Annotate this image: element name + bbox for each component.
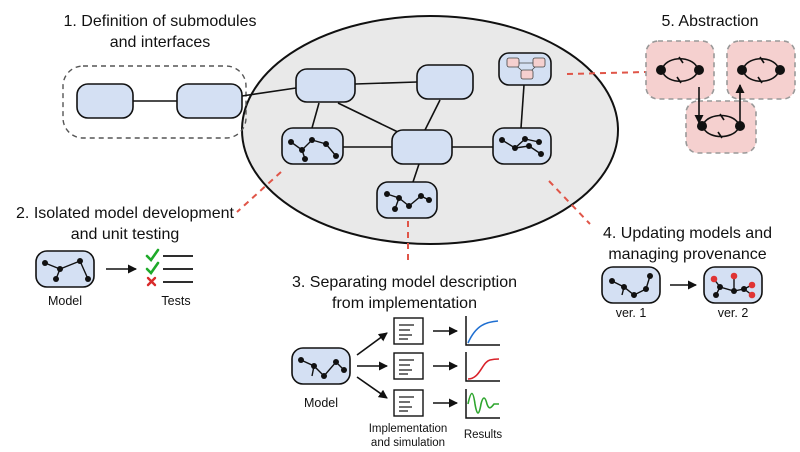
model-icon [291,347,351,385]
model-label: Model [303,396,339,410]
abstraction-box [645,40,715,100]
implementation-label: Implementation and simulation [368,423,448,449]
result-plot-icon [465,316,500,419]
model-icon [35,250,95,288]
section5-title: 5. Abstraction [661,13,759,30]
network-edges [133,81,525,183]
sub-box [506,57,520,68]
results-label: Results [463,429,503,441]
module-box [295,68,356,103]
section4-title: 4. Updating models and managing provenan… [603,225,772,263]
version1-label: ver. 1 [615,306,647,320]
abstraction-box [726,40,796,100]
sub-box [532,57,546,68]
section-connectors [236,71,647,264]
network-module [281,127,344,165]
section1-title: 1. Definition of submodules and interfac… [63,13,257,51]
module-box [416,64,474,100]
module-box [391,129,453,165]
version2-label: ver. 2 [717,306,749,320]
abstraction-box [685,100,757,154]
section2-title: 2. Isolated model development and unit t… [16,205,234,243]
tests-list [163,255,193,283]
module-box [176,83,243,119]
cross-icon [146,276,157,287]
model-v2-icon [703,266,763,304]
network-module [376,181,438,219]
section3-title: 3. Separating model description from imp… [291,274,518,312]
implementation-doc-icon [393,317,424,417]
check-icon [145,248,160,276]
model-label: Model [47,294,83,308]
network-module [492,127,552,165]
module-box [76,83,134,119]
submodule-boundary [62,65,247,139]
tests-label: Tests [161,294,191,308]
sub-box [520,69,534,80]
model-v1-icon [601,266,661,304]
